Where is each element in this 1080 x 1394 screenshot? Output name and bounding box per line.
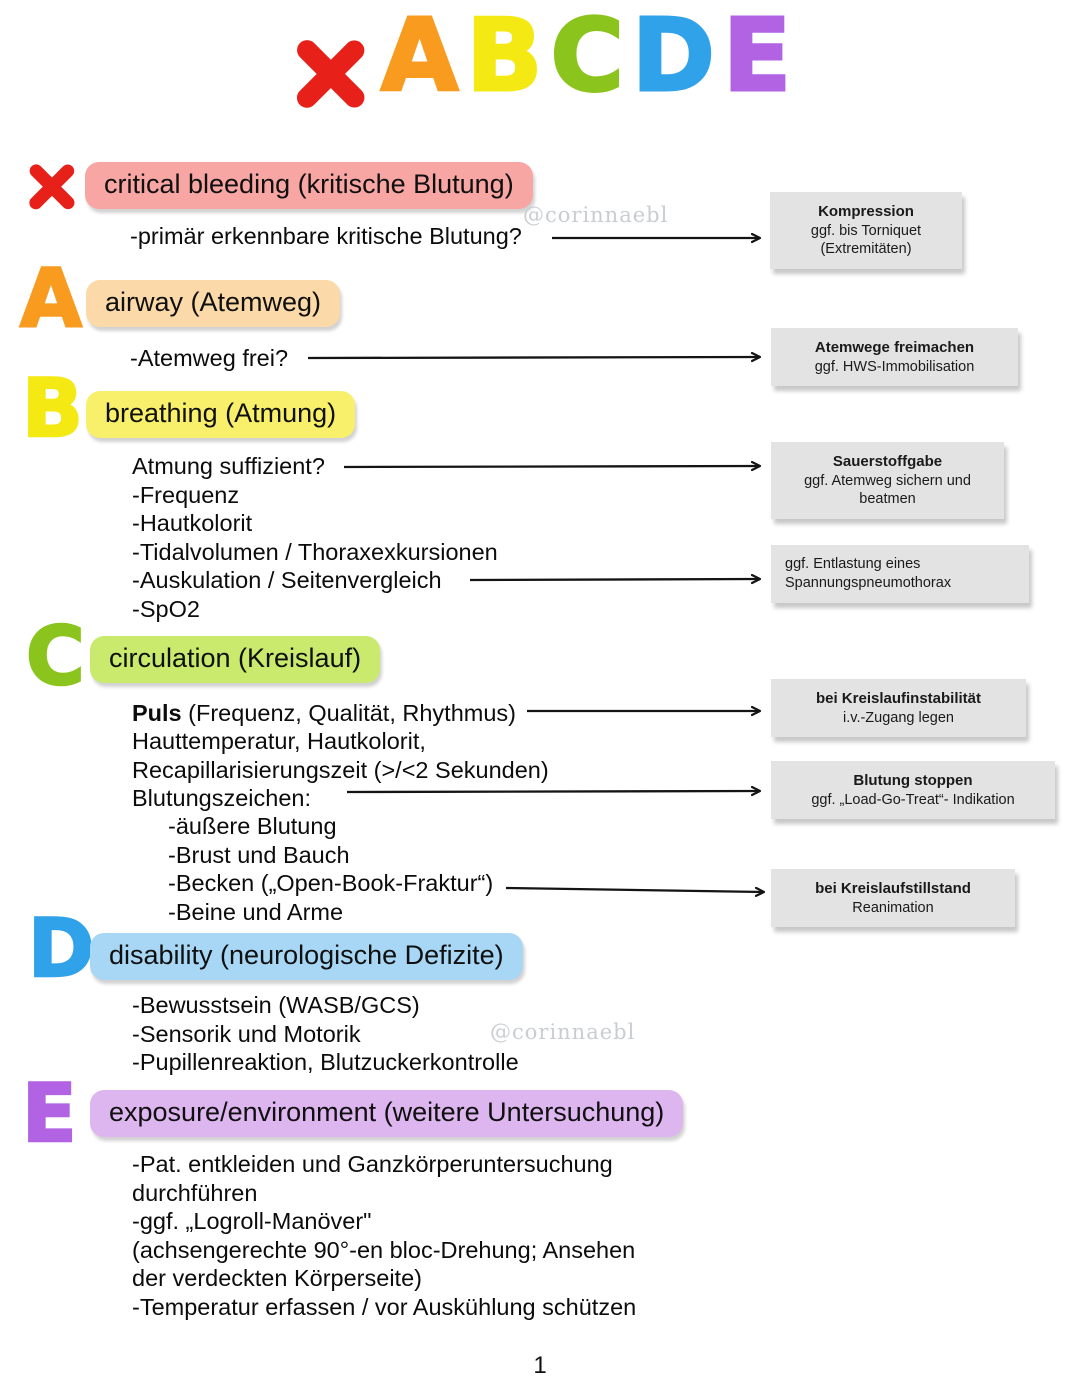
list-item: -Sensorik und Motorik	[132, 1020, 361, 1047]
list-item: -Frequenz	[132, 481, 240, 508]
section-letter-d: D	[27, 902, 96, 995]
breathing-list: Atmung suffizient? -Frequenz -Hautkolori…	[132, 452, 498, 623]
action-box-line: Spannungspneumothorax	[785, 574, 952, 591]
list-item: -Becken („Open-Book-Fraktur“)	[168, 870, 494, 896]
circulation-list: Hauttemperatur, Hautkolorit, Recapillari…	[132, 727, 549, 813]
section-letter-b: B	[21, 362, 84, 455]
list-item: -Bewusstsein (WASB/GCS)	[132, 992, 420, 1018]
heading-disability: disability (neurologische Defizite)	[90, 933, 523, 980]
list-item: der verdeckten Körperseite)	[132, 1265, 422, 1291]
arrow-airway	[307, 357, 760, 358]
list-item: -Pat. entkleiden und Ganzkörperuntersuch…	[132, 1151, 613, 1177]
heading-airway: airway (Atemweg)	[86, 280, 341, 327]
title-letter-a: A	[379, 0, 459, 114]
title-letter-d: D	[630, 0, 716, 114]
arrow-auscultation	[469, 579, 760, 580]
arrow-pelvis	[505, 886, 764, 892]
action-box-spannungspneumothorax: ggf. Entlastung eines Spannungspneumotho…	[771, 545, 1029, 603]
page-title: A B C D E	[289, 0, 792, 116]
list-item: Recapillarisierungszeit (>/<2 Sekunden)	[132, 756, 549, 783]
action-box-line: ggf. bis Torniquet	[810, 222, 922, 239]
disability-list: -Bewusstsein (WASB/GCS) -Sensorik und Mo…	[132, 991, 519, 1077]
action-box-line: ggf. Atemweg sichern und beatmen	[804, 472, 971, 508]
action-box-title: Blutung stoppen	[853, 772, 973, 789]
action-box-kreislaufinstabilitaet: bei Kreislaufinstabilität i.v.-Zugang le…	[771, 679, 1026, 738]
pulse-label: Puls	[132, 700, 182, 726]
list-item: -Pupillenreaktion, Blutzuckerkontrolle	[132, 1049, 519, 1075]
list-item: Blutungszeichen:	[132, 785, 311, 811]
action-box-kreislaufstillstand: bei Kreislaufstillstand Reanimation	[771, 869, 1015, 928]
critical-bleeding-question: -primär erkennbare kritische Blutung?	[130, 223, 522, 249]
action-box-line: i.v.-Zugang legen	[843, 709, 954, 726]
action-box-title: Atemwege freimachen	[814, 339, 975, 356]
action-box-line: ggf. HWS-Immobilisation	[814, 358, 975, 375]
section-letter-a: A	[19, 252, 83, 345]
action-box-title: bei Kreislaufinstabilität	[815, 690, 982, 707]
list-item: -äußere Blutung	[168, 813, 337, 839]
pulse-detail: (Frequenz, Qualität, Rhythmus)	[181, 700, 516, 726]
heading-circulation: circulation (Kreislauf)	[90, 636, 381, 683]
section-letter-c: C	[25, 610, 86, 703]
list-item: -ggf. „Logroll-Manöver"	[132, 1208, 372, 1234]
action-box-line: (Extremitäten)	[820, 241, 912, 258]
heading-exposure: exposure/environment (weitere Untersuchu…	[90, 1090, 684, 1137]
list-item: -Hautkolorit	[132, 510, 253, 536]
airway-question: -Atemweg frei?	[130, 345, 289, 371]
list-item: durchführen	[132, 1179, 258, 1206]
heading-breathing: breathing (Atmung)	[86, 391, 356, 438]
list-item: -Temperatur erfassen / vor Auskühlung sc…	[132, 1293, 637, 1320]
section-letter-e: E	[21, 1067, 78, 1160]
list-item: -SpO2	[132, 595, 200, 622]
action-box-title: Kompression	[818, 203, 914, 220]
list-item: -Beine und Arme	[168, 898, 344, 925]
section-x-cross-icon	[24, 159, 80, 215]
action-box-line: ggf. „Load-Go-Treat“- Indikation	[811, 791, 1015, 808]
watermark-middle: @corinnaebl	[490, 1020, 636, 1044]
title-letter-e: E	[721, 0, 792, 114]
list-item: -Brust und Bauch	[168, 841, 350, 868]
action-box-kompression: Kompression ggf. bis Torniquet (Extremit…	[770, 192, 962, 270]
title-letter-c: C	[549, 0, 625, 114]
watermark-top: @corinnaebl	[523, 203, 669, 227]
list-item: Atmung suffizient?	[132, 453, 325, 479]
action-box-title: Sauerstoffgabe	[832, 453, 943, 470]
list-item: -Auskulation / Seitenvergleich	[132, 567, 442, 593]
action-box-title: bei Kreislaufstillstand	[815, 880, 971, 897]
action-box-sauerstoffgabe: Sauerstoffgabe ggf. Atemweg sichern und …	[771, 442, 1004, 520]
action-box-blutung-stoppen: Blutung stoppen ggf. „Load-Go-Treat“- In…	[771, 761, 1055, 820]
title-letter-b: B	[465, 0, 544, 114]
list-item: Hauttemperatur, Hautkolorit,	[132, 728, 426, 754]
exposure-list: -Pat. entkleiden und Ganzkörperuntersuch…	[132, 1150, 636, 1321]
heading-critical-bleeding: critical bleeding (kritische Blutung)	[85, 162, 533, 209]
action-box-atemwege: Atemwege freimachen ggf. HWS-Immobilisat…	[771, 328, 1018, 387]
bleeding-signs-sublist: -äußere Blutung -Brust und Bauch -Becken…	[168, 812, 493, 926]
list-item: -Tidalvolumen / Thoraxexkursionen	[132, 538, 498, 565]
action-box-line: ggf. Entlastung eines	[785, 556, 921, 572]
x-cross-icon	[289, 32, 373, 116]
page-number: 1	[533, 1352, 547, 1379]
pulse-line: Puls (Frequenz, Qualität, Rhythmus)	[132, 699, 516, 728]
list-item: (achsengerechte 90°-en bloc-Drehung; Ans…	[132, 1236, 636, 1263]
action-box-line: Reanimation	[852, 899, 934, 916]
